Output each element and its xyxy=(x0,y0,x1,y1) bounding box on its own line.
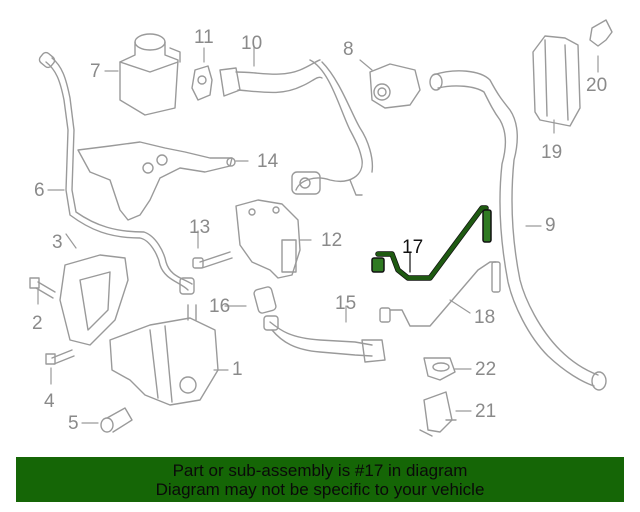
part-4-bolt-icon xyxy=(45,349,75,365)
part-5-seal-icon xyxy=(100,407,133,433)
callout-2[interactable]: 2 xyxy=(32,313,43,334)
part-16-fitting-icon xyxy=(253,286,277,314)
diagram-artwork xyxy=(29,19,613,437)
callout-20[interactable]: 20 xyxy=(586,75,608,96)
callout-12[interactable]: 12 xyxy=(321,230,343,251)
callout-13[interactable]: 13 xyxy=(189,217,211,238)
part-6-tube-icon xyxy=(38,51,195,295)
callout-14[interactable]: 14 xyxy=(257,151,279,172)
callout-18[interactable]: 18 xyxy=(474,307,496,328)
callout-5[interactable]: 5 xyxy=(68,413,79,434)
part-13-bolt-icon xyxy=(192,251,233,269)
callout-arrows xyxy=(37,45,599,424)
callout-3[interactable]: 3 xyxy=(52,232,63,253)
part-21-valve-icon xyxy=(419,391,457,437)
part-14-bracket-icon xyxy=(77,141,236,221)
callout-21[interactable]: 21 xyxy=(475,401,497,422)
part-10-pipe-icon xyxy=(219,59,374,196)
part-18-sensor-icon xyxy=(379,261,501,327)
callout-7[interactable]: 7 xyxy=(90,61,101,82)
part-22-clip-icon xyxy=(423,357,456,381)
banner-line-part: Part or sub-assembly is #17 in diagram xyxy=(172,461,468,480)
callout-16[interactable]: 16 xyxy=(209,296,231,317)
part-7-valve-icon xyxy=(119,33,181,116)
part-20-bracket-icon xyxy=(589,19,613,47)
callout-22[interactable]: 22 xyxy=(475,359,497,380)
banner-line-disclaimer: Diagram may not be specific to your vehi… xyxy=(155,480,485,499)
part-19-canister-icon xyxy=(532,35,581,127)
info-banner: Part or sub-assembly is #17 in diagram D… xyxy=(16,457,624,502)
callout-10[interactable]: 10 xyxy=(241,33,263,54)
part-15-hose-icon xyxy=(263,315,386,363)
part-3-cover-icon xyxy=(59,254,129,346)
parts-diagram: 1 2 3 4 5 6 7 8 9 10 11 12 13 14 15 16 1… xyxy=(29,19,613,437)
callout-1[interactable]: 1 xyxy=(232,359,243,380)
part-9-hose-icon xyxy=(429,70,607,391)
part-8-actuator-icon xyxy=(369,63,421,109)
callout-11[interactable]: 11 xyxy=(194,27,214,48)
part-2-bolt-icon xyxy=(29,277,56,299)
callout-8[interactable]: 8 xyxy=(343,39,354,60)
callout-9[interactable]: 9 xyxy=(545,215,556,236)
callout-19[interactable]: 19 xyxy=(541,142,563,163)
part-11-gasket-icon xyxy=(191,65,213,101)
part-1-pump-icon xyxy=(109,304,219,406)
callout-15[interactable]: 15 xyxy=(335,293,357,314)
part-12-housing-icon xyxy=(235,199,301,279)
part-17-oxygen-sensor-icon xyxy=(371,205,492,281)
callout-6[interactable]: 6 xyxy=(34,180,45,201)
callout-17-highlighted[interactable]: 17 xyxy=(402,237,424,258)
callout-4[interactable]: 4 xyxy=(44,391,55,412)
